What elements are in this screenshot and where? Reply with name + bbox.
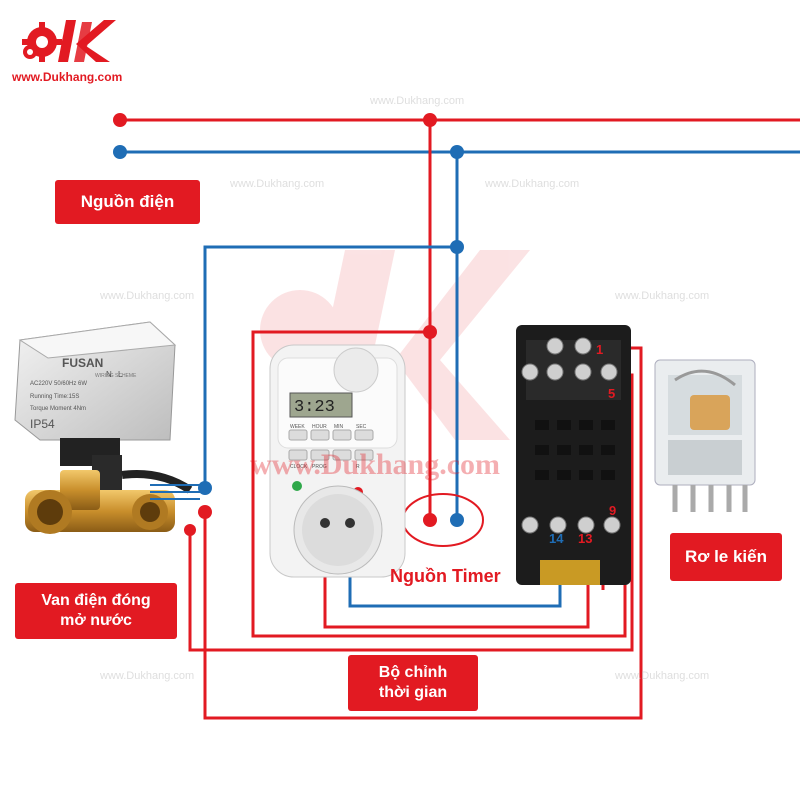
relay-terminal-1-label: 1 — [596, 342, 603, 357]
timer-display: 3:23 — [294, 398, 335, 417]
timer-button-week[interactable]: WEEK — [290, 424, 305, 430]
valve-ip-rating: IP54 — [30, 417, 55, 431]
watermark-text: www.Dukhang.com — [485, 178, 580, 190]
relay-socket-base — [516, 325, 631, 585]
logo-website[interactable]: www.Dukhang.com — [12, 70, 123, 84]
watermark-big-text: www.Dukhang.com — [250, 448, 501, 481]
digital-timer-socket — [269, 344, 406, 578]
valve-running-time: Running Time:15S — [30, 394, 79, 400]
watermark-text: www.Dukhang.com — [615, 290, 710, 302]
timer-button-sec[interactable]: SEC — [356, 424, 367, 430]
timer-button-prog[interactable]: PROG — [312, 464, 327, 470]
timer-button-r[interactable]: R — [356, 464, 360, 470]
motorized-valve — [14, 321, 200, 534]
timer-source-marker — [402, 493, 484, 547]
watermark-text: www.Dukhang.com — [100, 290, 195, 302]
relay-label: Rơ le kiến — [670, 533, 782, 581]
valve-torque: Torque Moment 4Nm — [30, 406, 86, 412]
power-source-label: Nguồn điện — [55, 180, 200, 224]
timer-button-hour[interactable]: HOUR — [312, 424, 327, 430]
relay-terminal-13-label: 13 — [578, 531, 592, 546]
watermark-text: www.Dukhang.com — [370, 95, 465, 107]
relay-terminal-5-label: 5 — [608, 386, 615, 401]
dukhang-logo — [22, 20, 116, 62]
valve-neutral-wire — [203, 245, 457, 488]
valve-terminal-n: N — [106, 370, 112, 379]
timer-button-min[interactable]: MIN — [334, 424, 344, 430]
valve-spec: AC220V 50/60Hz 6W — [30, 381, 87, 387]
valve-wiring-scheme: WIRING SCHEME — [95, 373, 137, 379]
relay-terminal-9-label: 9 — [609, 503, 616, 518]
timer-button-clock[interactable]: CLOCK — [290, 464, 308, 470]
gear-icon — [22, 22, 62, 62]
watermark-text: www.Dukhang.com — [100, 670, 195, 682]
watermark-text: www.Dukhang.com — [615, 670, 710, 682]
watermark-text: www.Dukhang.com — [230, 178, 325, 190]
timer-live-loop — [251, 330, 627, 638]
timer-source-label: Nguồn Timer — [390, 566, 501, 586]
relay-terminal-14-label: 14 — [549, 531, 564, 546]
relay-module — [654, 359, 756, 512]
timer-adjust-label: Bộ chỉnh thời gian — [348, 655, 478, 711]
valve-label: Van điện đóng mở nước — [15, 583, 177, 639]
valve-brand: FUSAN — [62, 356, 103, 370]
valve-terminal-l: L — [118, 370, 123, 379]
